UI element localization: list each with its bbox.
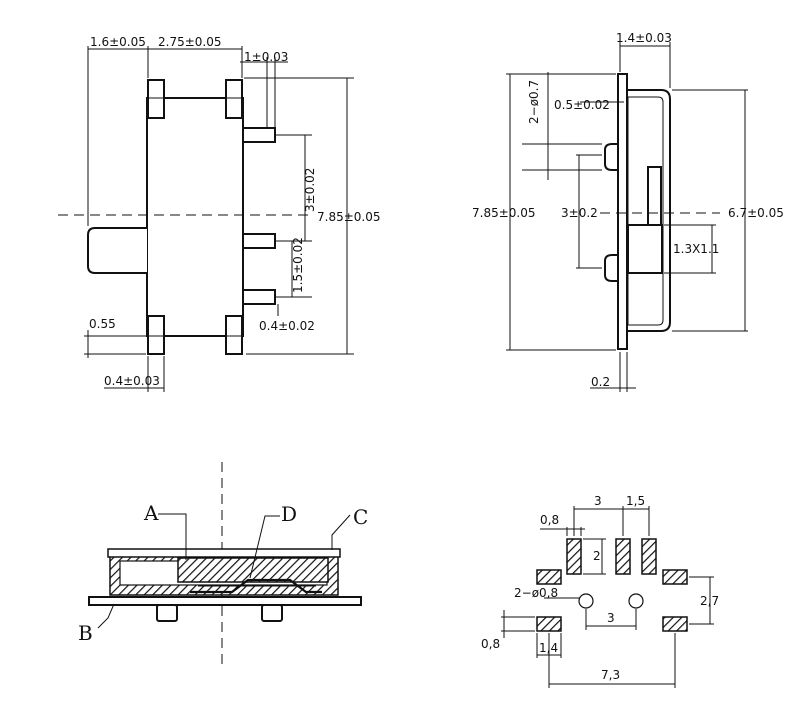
dim-label: 3±0.2 — [561, 206, 598, 220]
dim-label: 2.75±0.05 — [158, 35, 222, 49]
foot-peg — [156, 604, 178, 622]
solder-pin — [242, 233, 276, 249]
label-c: C — [353, 505, 368, 529]
label-d: D — [281, 502, 297, 526]
slide-actuator — [87, 227, 147, 274]
switch-body-outline — [146, 97, 244, 337]
footprint-pad — [662, 616, 688, 632]
label-a: A — [143, 501, 159, 525]
dim-label: 0.5±0.02 — [554, 98, 610, 112]
dim-label: 0.2 — [591, 375, 610, 389]
dim-label: 0,8 — [540, 513, 559, 527]
base-plate — [88, 596, 362, 606]
actuator-slot — [647, 166, 662, 226]
foot-peg — [261, 604, 283, 622]
mount-tab — [225, 315, 243, 355]
actuator-a — [177, 557, 329, 583]
mounting-hole — [628, 593, 644, 609]
dim-label: 3 — [594, 494, 602, 508]
dim-label: 1.4±0.03 — [616, 31, 672, 45]
locating-peg — [604, 254, 619, 282]
dim-label: 2−ø0.7 — [527, 80, 541, 124]
mount-tab — [147, 315, 165, 355]
dim-label: 2,7 — [700, 594, 719, 608]
mount-tab — [147, 79, 165, 119]
footprint-pad — [641, 538, 657, 575]
dim-label: 7,3 — [601, 668, 620, 682]
pcb-footprint-view: 3 1,5 0,8 2 2−ø0,8 2,7 3 0,8 1,4 7,3 — [481, 494, 719, 688]
dim-label: 1,4 — [539, 641, 558, 655]
solder-pin — [242, 289, 276, 305]
footprint-pad — [536, 616, 562, 632]
cross-section-view: A D C B — [78, 462, 368, 665]
contact-spring-d — [190, 578, 322, 594]
label-b: B — [78, 621, 93, 645]
cover-c — [107, 548, 341, 558]
dim-label: 6.7±0.05 — [728, 206, 784, 220]
dim-label: 2 — [593, 549, 601, 563]
top-view-left: 1.6±0.05 2.75±0.05 1±0.03 7.85±0.05 0.55… — [58, 35, 381, 392]
dim-label: 0.4±0.02 — [259, 319, 315, 333]
dim-label: 7.85±0.05 — [472, 206, 536, 220]
dim-label: 0,8 — [481, 637, 500, 651]
dim-label: 2−ø0,8 — [514, 586, 558, 600]
dim-label: 1.5±0.02 — [291, 237, 305, 293]
footprint-pad — [566, 538, 582, 575]
mount-tab — [225, 79, 243, 119]
actuator-knob — [627, 224, 663, 274]
dim-label: 7.85±0.05 — [317, 210, 381, 224]
dim-label: 3±0.02 — [303, 168, 317, 212]
footprint-pad — [615, 538, 631, 575]
dim-label: 0.4±0.03 — [104, 374, 160, 388]
dim-label: 1,5 — [626, 494, 645, 508]
dim-label: 1.3X1.1 — [673, 242, 719, 256]
side-view-right: 1.4±0.03 0.5±0.02 7.85±0.05 3±0.2 6.7±0.… — [472, 31, 784, 392]
solder-pin — [242, 127, 276, 143]
footprint-pad — [536, 569, 562, 585]
mounting-hole — [578, 593, 594, 609]
locating-peg — [604, 143, 619, 171]
footprint-pad — [662, 569, 688, 585]
dim-label: 1.6±0.05 — [90, 35, 146, 49]
dim-label: 0.55 — [89, 317, 116, 331]
dim-label: 3 — [607, 611, 615, 625]
mount-plate — [617, 73, 628, 350]
dim-label: 1±0.03 — [244, 50, 288, 64]
